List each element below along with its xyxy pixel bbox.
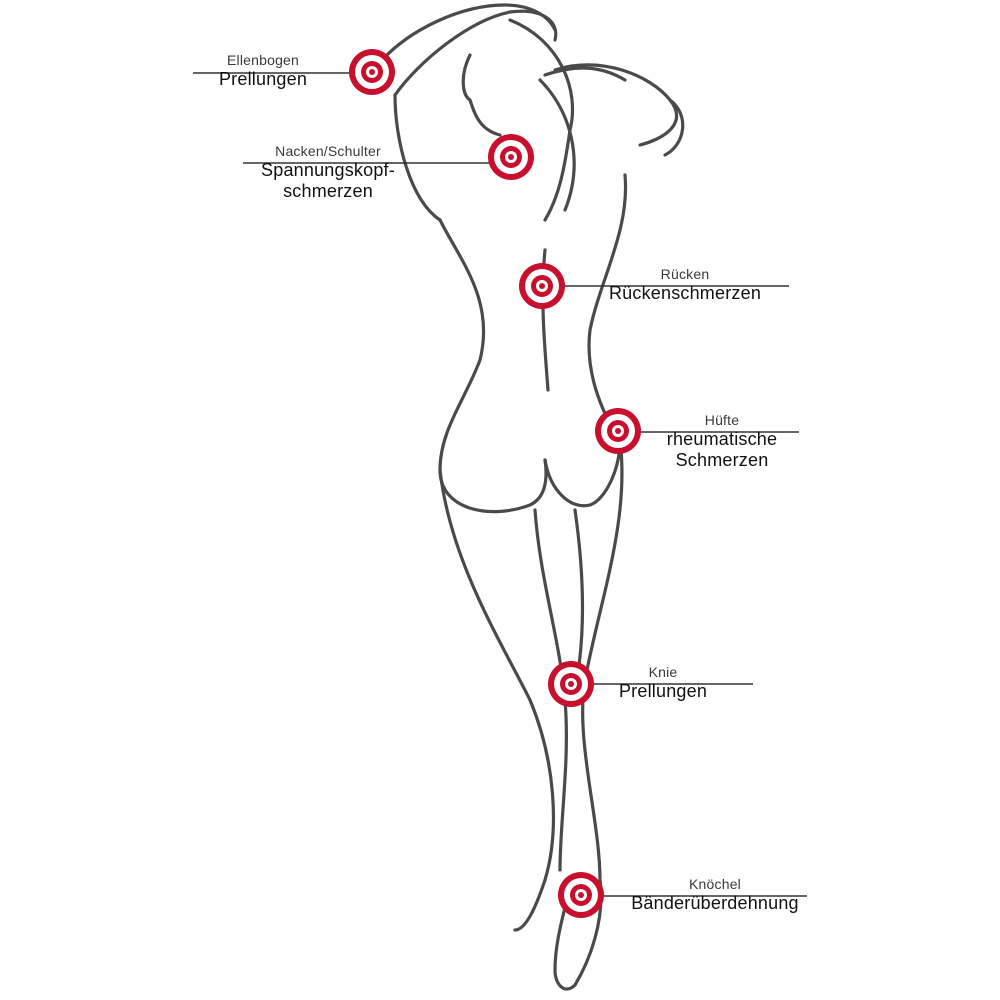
- label-knee: Knie Prellungen: [608, 664, 718, 702]
- buttocks-right-outline: [543, 438, 622, 508]
- torso-left-outline: [438, 218, 486, 472]
- target-ring: [508, 154, 514, 160]
- target-marker-elbow: [349, 49, 395, 95]
- left-arm-inner-outline: [393, 93, 442, 222]
- condition-text: Prellungen: [218, 68, 308, 89]
- hair-strand-outline: [538, 78, 576, 212]
- region-name: Nacken/Schulter: [275, 143, 381, 159]
- region-name: Rücken: [660, 266, 710, 282]
- label-ankle: Knöchel Bänderüberdehnung: [620, 876, 810, 914]
- region-name: Hüfte: [704, 412, 740, 428]
- region-name: Ellenbogen: [226, 52, 300, 68]
- region-name: Knöchel: [689, 876, 741, 892]
- target-marker-ankle: [558, 872, 604, 918]
- region-name: Knie: [648, 664, 678, 680]
- target-ring: [539, 283, 545, 289]
- target-marker-back: [519, 263, 565, 309]
- right-forearm-outline: [543, 66, 627, 82]
- right-foot-outline: [553, 878, 603, 991]
- condition-text: Spannungskopf-: [261, 159, 395, 180]
- label-neck-shoulder: Nacken/Schulter Spannungskopf- schmerzen: [243, 143, 413, 203]
- target-ring: [578, 892, 584, 898]
- left-forearm-outline: [380, 3, 557, 62]
- condition-text: schmerzen: [283, 181, 373, 202]
- left-foot-outline: [513, 878, 547, 932]
- condition-text: rheumatische: [666, 428, 778, 449]
- condition-text: Prellungen: [618, 680, 708, 701]
- target-ring: [615, 428, 621, 434]
- target-marker-neck-shoulder: [488, 134, 534, 180]
- target-ring: [369, 69, 375, 75]
- label-back: Rücken Rückenschmerzen: [600, 266, 770, 304]
- right-elbow-outline: [663, 98, 685, 157]
- buttocks-outline: [438, 458, 548, 514]
- target-marker-knee: [548, 661, 594, 707]
- hair-outline: [508, 18, 575, 222]
- target-marker-hip: [595, 408, 641, 454]
- head-outline: [461, 53, 502, 137]
- condition-text: Bänderüberdehnung: [631, 892, 799, 913]
- condition-text: Schmerzen: [675, 450, 769, 471]
- torso-right-outline: [587, 173, 628, 442]
- label-elbow: Ellenbogen Prellungen: [193, 52, 333, 90]
- left-leg-outer-outline: [438, 468, 556, 882]
- left-arm-outline: [393, 9, 558, 97]
- label-hip: Hüfte rheumatische Schmerzen: [648, 412, 796, 472]
- target-ring: [568, 681, 574, 687]
- condition-text: Rückenschmerzen: [608, 282, 762, 303]
